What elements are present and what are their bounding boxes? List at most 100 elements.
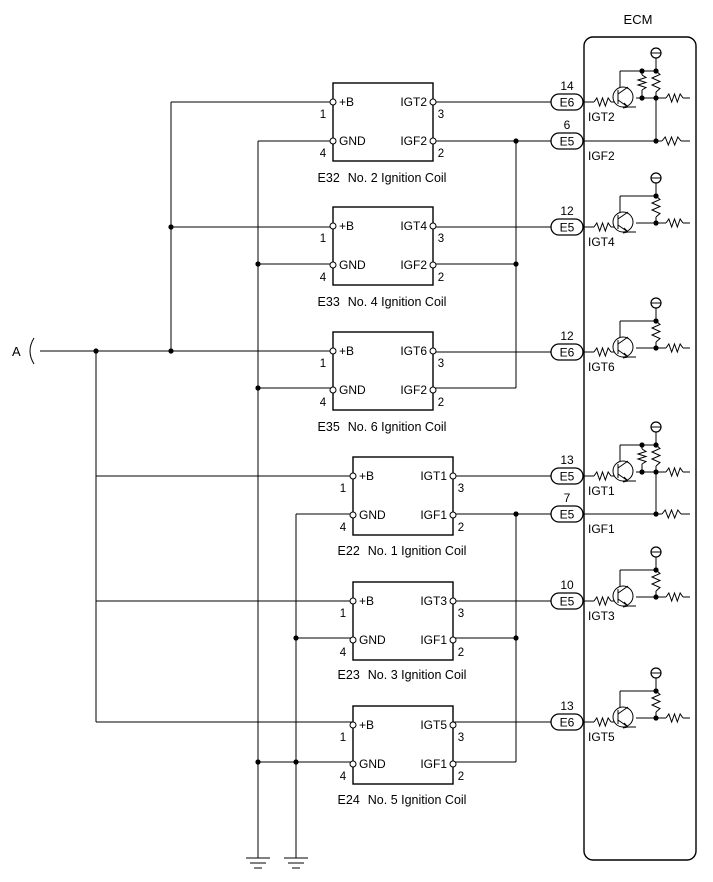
pin-number-igt: 3 bbox=[458, 732, 464, 744]
coil-box bbox=[352, 581, 454, 661]
connector-oval bbox=[550, 467, 584, 485]
resistor bbox=[636, 74, 648, 91]
input-label: A bbox=[12, 344, 21, 359]
pin-label-igf: IGF1 bbox=[420, 508, 447, 522]
pin-terminal bbox=[449, 472, 457, 480]
pin-label-gnd: GND bbox=[359, 508, 386, 522]
ecm-igt-driver bbox=[583, 47, 690, 109]
pin-number-gnd: 4 bbox=[320, 148, 327, 160]
pin-label-igt: IGT5 bbox=[420, 718, 447, 732]
pin-label-gnd: GND bbox=[339, 258, 366, 272]
connector-id: E5 bbox=[560, 595, 575, 609]
pin-label-b: +B bbox=[359, 594, 374, 608]
ecm-signal-label: IGT1 bbox=[588, 484, 615, 498]
ecm-igf-input bbox=[583, 472, 690, 520]
resistor bbox=[665, 342, 684, 354]
pin-number-b: 1 bbox=[320, 233, 326, 245]
pin-number-b: 1 bbox=[340, 608, 346, 620]
coil-box bbox=[332, 82, 434, 162]
pin-label-igf: IGF2 bbox=[400, 383, 427, 397]
resistor bbox=[650, 195, 662, 218]
pin-terminal bbox=[449, 721, 457, 729]
ground-symbol bbox=[284, 857, 308, 869]
resistor bbox=[593, 470, 612, 482]
coil-id: E24 bbox=[338, 793, 360, 807]
resistor bbox=[636, 448, 648, 465]
junction-dot bbox=[293, 759, 299, 765]
pin-terminal bbox=[329, 222, 337, 230]
pin-number-gnd: 4 bbox=[340, 522, 347, 534]
resistor bbox=[661, 508, 682, 520]
junction-dot bbox=[639, 442, 645, 448]
connector-id: E6 bbox=[560, 716, 575, 730]
junction-dot bbox=[639, 95, 645, 101]
resistor bbox=[650, 70, 662, 93]
resistor bbox=[593, 716, 612, 728]
pin-number-igf: 2 bbox=[438, 148, 444, 160]
coil-name: No. 4 Ignition Coil bbox=[348, 295, 447, 309]
connector-pin-number: 14 bbox=[560, 79, 574, 93]
coil-box bbox=[332, 331, 434, 411]
pin-label-b: +B bbox=[339, 344, 354, 358]
ecm-terminals: E614IGT2E56IGF2E512IGT4E612IGT6E513IGT1E… bbox=[550, 79, 615, 744]
pin-label-gnd: GND bbox=[339, 383, 366, 397]
pin-number-igf: 2 bbox=[438, 397, 444, 409]
pin-terminal bbox=[449, 597, 457, 605]
pin-terminal bbox=[449, 636, 457, 644]
connector-pin-number: 6 bbox=[564, 118, 571, 132]
ecm-igt-driver bbox=[583, 172, 690, 234]
pin-terminal bbox=[329, 386, 337, 394]
pin-number-igt: 3 bbox=[438, 233, 444, 245]
ecm-igt-driver bbox=[583, 667, 690, 729]
resistor bbox=[665, 712, 684, 724]
pin-label-igf: IGF1 bbox=[420, 633, 447, 647]
resistor bbox=[665, 466, 684, 478]
junction-dot bbox=[513, 138, 519, 144]
junction-dot bbox=[639, 68, 645, 74]
pin-number-igf: 2 bbox=[458, 647, 464, 659]
ecm-signal-label: IGT4 bbox=[588, 235, 615, 249]
ecm-signal-label: IGT5 bbox=[588, 730, 615, 744]
pin-number-igf: 2 bbox=[458, 522, 464, 534]
pin-number-igf: 2 bbox=[438, 272, 444, 284]
connector-oval bbox=[550, 592, 584, 610]
coil-box bbox=[352, 456, 454, 536]
resistor bbox=[665, 92, 684, 104]
resistor bbox=[650, 444, 662, 467]
junction-dot bbox=[653, 715, 659, 721]
resistor bbox=[650, 690, 662, 713]
pin-number-gnd: 4 bbox=[340, 771, 347, 783]
connector-pin-number: 7 bbox=[564, 491, 571, 505]
pin-terminal bbox=[349, 760, 357, 768]
connector-pin-number: 10 bbox=[560, 578, 574, 592]
junction-dot bbox=[293, 635, 299, 641]
pin-terminal bbox=[329, 347, 337, 355]
pin-terminal bbox=[349, 511, 357, 519]
resistor bbox=[665, 591, 684, 603]
ecm-signal-label: IGT6 bbox=[588, 360, 615, 374]
ecm-signal-label: IGF1 bbox=[588, 522, 615, 536]
pin-label-b: +B bbox=[339, 95, 354, 109]
junction-dot bbox=[168, 224, 174, 230]
resistor bbox=[661, 135, 682, 147]
pin-label-b: +B bbox=[339, 219, 354, 233]
resistor bbox=[593, 96, 612, 108]
pin-label-gnd: GND bbox=[359, 757, 386, 771]
junction-dot bbox=[653, 594, 659, 600]
pin-terminal bbox=[429, 347, 437, 355]
ecm-box bbox=[583, 36, 697, 861]
